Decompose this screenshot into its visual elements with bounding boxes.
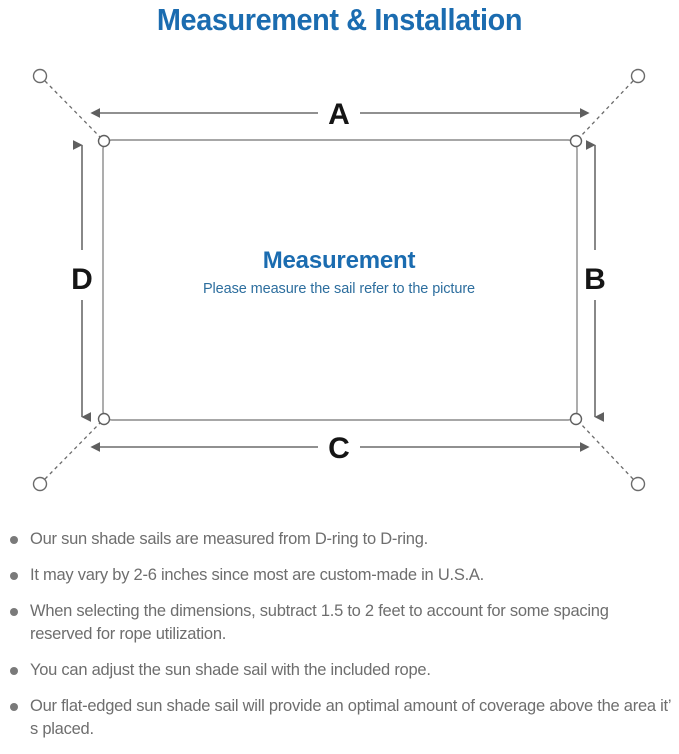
page-title: Measurement & Installation (156, 2, 523, 37)
note-text: It may vary by 2-6 inches since most are… (30, 566, 485, 584)
dimension-label-c: C (328, 432, 350, 465)
list-item: Our flat-edged sun shade sail will provi… (10, 695, 675, 741)
rope-top-right (579, 80, 634, 138)
top-left-anchor (32, 68, 48, 84)
d-ring-top-right (569, 134, 583, 148)
list-item: When selecting the dimensions, subtract … (10, 600, 675, 646)
list-item: You can adjust the sun shade sail with t… (10, 659, 675, 682)
note-text: You can adjust the sun shade sail with t… (30, 661, 431, 679)
d-ring-bottom-right (569, 412, 583, 426)
top-right-anchor (630, 68, 646, 84)
bottom-right-anchor (630, 476, 646, 492)
dimension-label-b: B (584, 263, 606, 296)
d-rings (97, 134, 583, 426)
bullet-icon (10, 608, 18, 616)
d-ring-top-left (97, 134, 111, 148)
bottom-left-anchor (32, 476, 48, 492)
rope-bottom-left (44, 422, 101, 480)
shade-sail-rect (102, 139, 578, 421)
rope-top-left (44, 80, 101, 138)
measurement-diagram: A C D B Measurement Please measure the s… (0, 55, 679, 515)
bullet-icon (10, 703, 18, 711)
rope-lines (44, 80, 634, 480)
note-text: Our sun shade sails are measured from D-… (30, 530, 428, 548)
list-item: It may vary by 2-6 inches since most are… (10, 564, 675, 587)
note-text: Our flat-edged sun shade sail will provi… (30, 697, 671, 738)
bullet-icon (10, 667, 18, 675)
bullet-icon (10, 536, 18, 544)
anchor-points (32, 68, 646, 492)
dimension-label-d: D (71, 263, 93, 296)
diagram-center-subtitle: Please measure the sail refer to the pic… (203, 281, 475, 297)
bullet-icon (10, 572, 18, 580)
dimension-label-a: A (328, 98, 350, 131)
list-item: Our sun shade sails are measured from D-… (10, 528, 675, 551)
diagram-center-title: Measurement (263, 247, 416, 274)
rope-bottom-right (579, 422, 634, 480)
d-ring-bottom-left (97, 412, 111, 426)
note-text: When selecting the dimensions, subtract … (30, 602, 609, 643)
notes-list: Our sun shade sails are measured from D-… (10, 528, 675, 754)
